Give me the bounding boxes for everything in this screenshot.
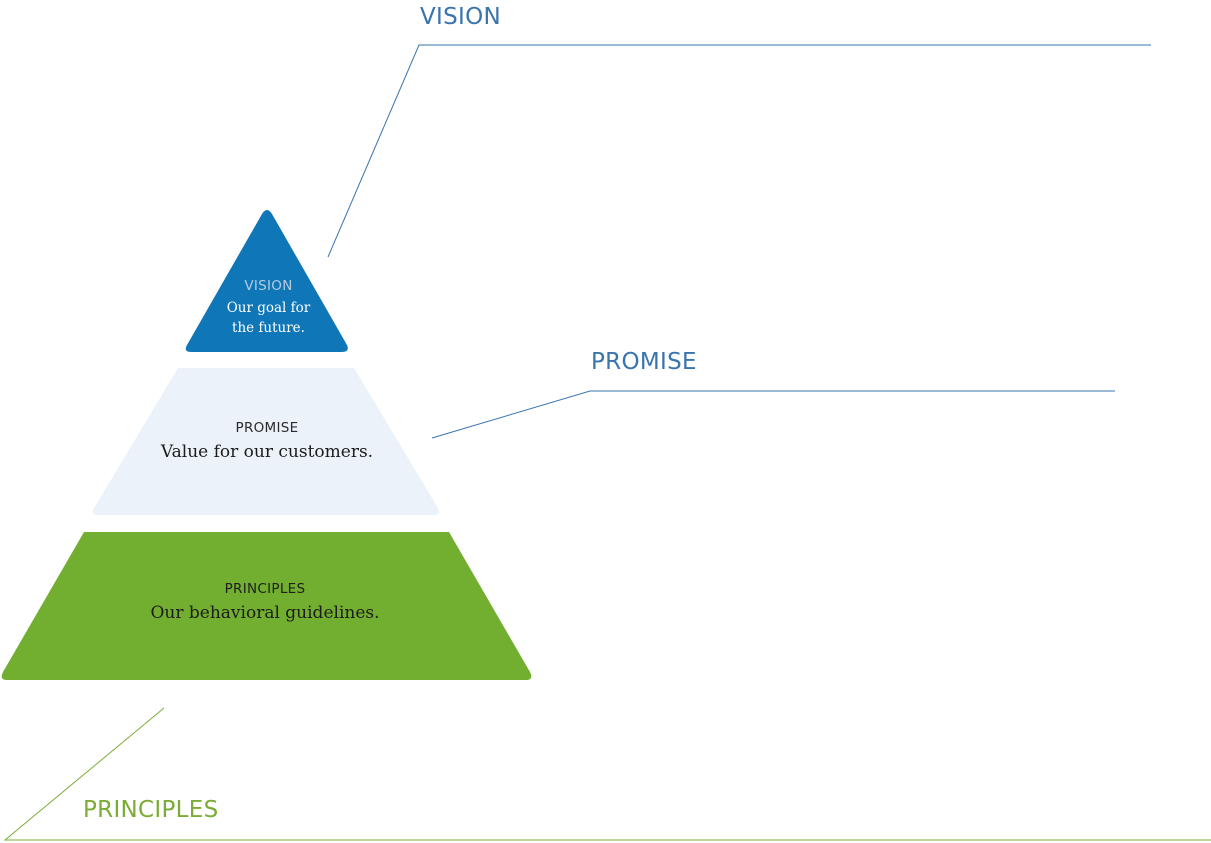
vision-tier [185,210,348,352]
principles-callout-title: PRINCIPLES [83,797,219,823]
principles-tier [1,532,532,680]
principles-tier-text: PRINCIPLES Our behavioral guidelines. [60,581,470,623]
principles-tier-description: Our behavioral guidelines. [150,603,380,623]
vision-tier-description: Our goal for the future. [226,300,311,336]
vision-tier-text: VISION Our goal for the future. [196,278,341,338]
vision-leader-line [327,44,1151,258]
promise-leader-line [431,390,1115,439]
principles-leader-line [3,707,1211,841]
promise-tier-description: Value for our customers. [160,442,374,462]
promise-tier-text: PROMISE Value for our customers. [110,420,424,462]
principles-tier-heading: PRINCIPLES [224,581,306,597]
vision-callout-title: VISION [420,4,502,30]
promise-tier [92,368,440,515]
vision-tier-heading: VISION [244,278,293,294]
promise-tier-heading: PROMISE [235,420,299,436]
promise-callout-title: PROMISE [591,349,697,375]
